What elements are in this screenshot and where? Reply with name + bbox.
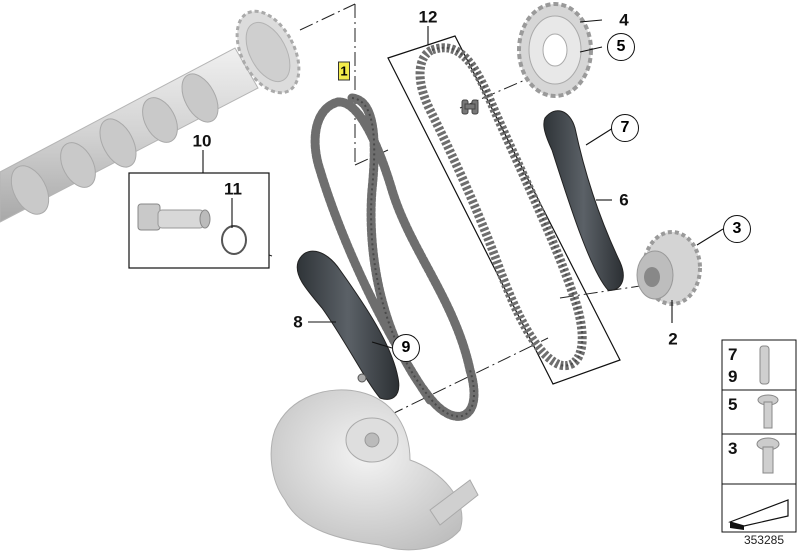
callout-9: 9	[392, 334, 420, 362]
callout-5: 5	[607, 33, 635, 61]
tensioner-rail	[543, 110, 624, 291]
callout-8: 8	[293, 312, 303, 332]
exhaust-sprocket	[517, 2, 593, 98]
callout-1: 1	[338, 61, 350, 81]
callout-7: 7	[611, 114, 639, 142]
legend-num-9: 9	[728, 367, 738, 386]
legend-num-7: 7	[728, 345, 738, 364]
pin-fastener-icon	[759, 345, 770, 385]
chain-tensioner	[137, 203, 211, 231]
callout-2: 2	[668, 329, 678, 349]
legend-num-3: 3	[728, 439, 738, 458]
callout-6: 6	[619, 190, 629, 210]
guide-rail	[296, 250, 400, 400]
leader-lines	[202, 19, 724, 349]
sealing-ring	[221, 225, 247, 255]
bolt-5-icon	[757, 394, 779, 429]
fastener-legend	[721, 339, 797, 533]
chain-link-piece	[461, 99, 479, 115]
callout-12: 12	[418, 7, 438, 27]
callout-3: 3	[723, 215, 751, 243]
callout-10: 10	[192, 131, 212, 151]
legend-num-5: 5	[728, 395, 738, 414]
callout-4: 4	[619, 10, 629, 30]
upper-timing-chain	[415, 43, 587, 371]
high-pressure-pump	[270, 389, 479, 551]
camshaft	[0, 9, 301, 223]
diagram-reference-number: 353285	[743, 533, 784, 547]
bolt-3-icon	[756, 437, 780, 474]
chain-kit-bracket	[387, 35, 621, 385]
camshaft-sprocket	[235, 9, 301, 95]
crankshaft-sprocket	[636, 230, 702, 306]
shim-wedge-icon	[728, 499, 789, 530]
callout-11: 11	[224, 179, 242, 199]
